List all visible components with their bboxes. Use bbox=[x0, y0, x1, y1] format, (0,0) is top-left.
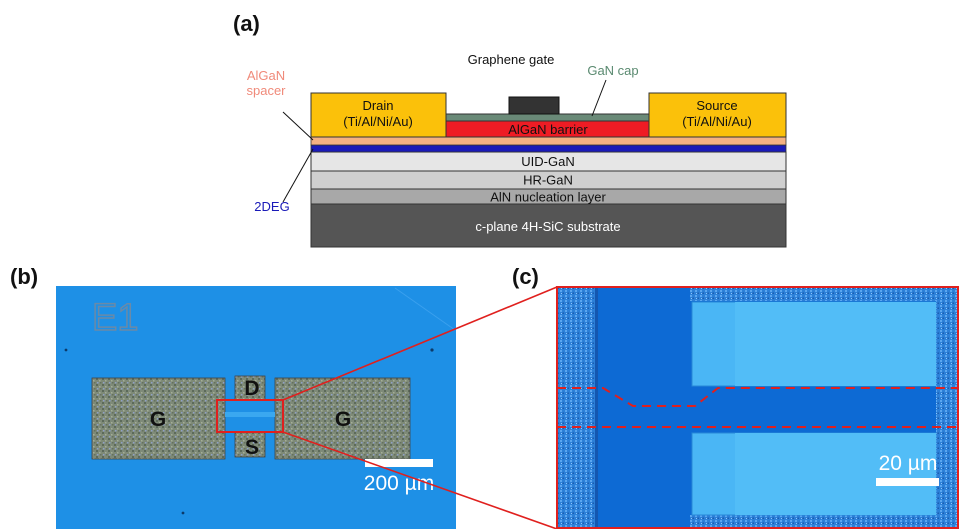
textured-strip-top bbox=[690, 287, 959, 301]
drain-metal-label: (Ti/Al/Ni/Au) bbox=[343, 114, 413, 129]
micrograph-b-dust-2 bbox=[64, 348, 68, 352]
zoom-connector-bottom bbox=[282, 431, 558, 529]
drain-pad bbox=[234, 375, 266, 401]
gate-lead bbox=[225, 412, 275, 417]
layer-substrate bbox=[310, 203, 787, 248]
micrograph-b-scratch bbox=[394, 287, 456, 331]
micrograph-b: E1 G G D S 200 µm bbox=[56, 286, 456, 529]
gate-label-left: G bbox=[150, 408, 166, 431]
graphene-gate-label: Graphene gate bbox=[468, 52, 555, 67]
micrograph-b-dust-3 bbox=[181, 511, 185, 515]
spacer-leader bbox=[282, 111, 314, 141]
scale-bar-c bbox=[876, 478, 939, 486]
textured-strip-bottom bbox=[690, 515, 959, 529]
layer-aln-label: AlN nucleation layer bbox=[490, 190, 606, 205]
scale-bar-c-label: 20 µm bbox=[879, 452, 938, 475]
layer-algan-barrier-label: AlGaN barrier bbox=[508, 122, 588, 137]
gate-label-right: G bbox=[335, 408, 351, 431]
gate-pad-right bbox=[274, 377, 411, 460]
panel-label-b: (b) bbox=[10, 264, 38, 289]
panel-label-a: (a) bbox=[233, 11, 260, 36]
micrograph-c-frame bbox=[556, 286, 959, 529]
drain-pad-label: D bbox=[244, 377, 259, 400]
gate-pad-left bbox=[91, 377, 226, 460]
layer-uid-gan-label: UID-GaN bbox=[521, 154, 574, 169]
gate-strip-left bbox=[557, 287, 595, 529]
layer-substrate-label: c-plane 4H-SiC substrate bbox=[475, 219, 620, 234]
zoom-box bbox=[216, 399, 284, 433]
source-label: Source bbox=[696, 98, 737, 113]
layer-hr-gan-label: HR-GaN bbox=[523, 173, 573, 188]
twodeg-label: 2DEG bbox=[254, 199, 289, 214]
source-metal-label: (Ti/Al/Ni/Au) bbox=[682, 114, 752, 129]
layer-2deg bbox=[310, 144, 787, 153]
micrograph-b-dust-1 bbox=[430, 348, 434, 352]
algan-spacer-label-2: spacer bbox=[246, 83, 286, 98]
gan-cap-leader bbox=[591, 79, 607, 117]
gate-strip-left-edge bbox=[595, 287, 598, 529]
source-pad-label: S bbox=[245, 436, 259, 459]
scale-bar-b bbox=[365, 459, 433, 467]
panel-label-c: (c) bbox=[512, 264, 539, 289]
layer-algan-spacer bbox=[310, 136, 787, 146]
algan-spacer-label: AlGaN bbox=[247, 68, 285, 83]
gan-cap-label: GaN cap bbox=[587, 63, 638, 78]
sample-id-label: E1 bbox=[92, 297, 138, 339]
micrograph-c: 20 µm bbox=[557, 287, 959, 529]
drain-contact-c-inner bbox=[735, 302, 936, 386]
gate-strip-right bbox=[936, 287, 959, 529]
graphene-gate-outline bbox=[557, 387, 959, 407]
graphene-gate bbox=[508, 96, 560, 115]
layer-stack-schematic: c-plane 4H-SiC substrate AlN nucleation … bbox=[246, 52, 787, 248]
source-contact-c-inner bbox=[735, 433, 936, 515]
scale-bar-b-label: 200 µm bbox=[364, 472, 434, 495]
twodeg-leader bbox=[282, 148, 314, 203]
zoom-connector-top bbox=[282, 286, 558, 401]
drain-label: Drain bbox=[362, 98, 393, 113]
source-contact bbox=[648, 92, 787, 138]
drain-contact bbox=[310, 92, 447, 138]
layer-gan-cap bbox=[445, 113, 650, 122]
